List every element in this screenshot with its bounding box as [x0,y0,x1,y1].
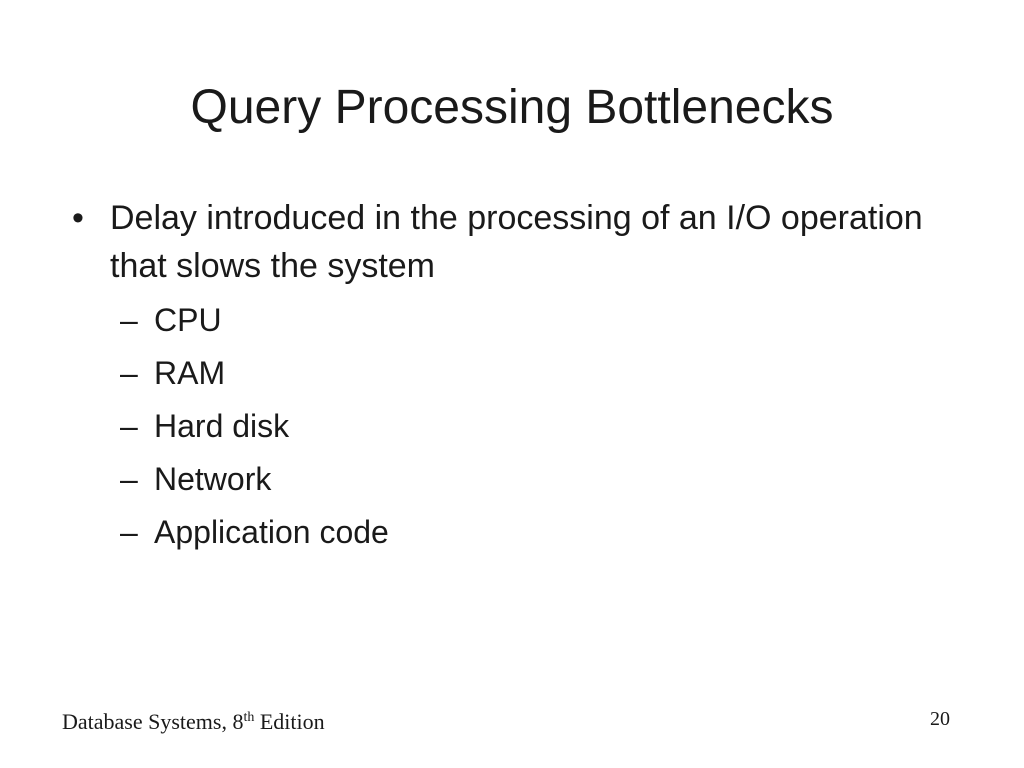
sub-bullet-item-hard-disk: – Hard disk [110,400,952,453]
footer-superscript: th [243,710,255,725]
bullet-text: Delay introduced in the processing of an… [110,199,923,285]
footer-book-prefix: Database Systems, 8 [62,709,244,734]
sub-bullet-item-cpu: – CPU [110,294,952,347]
footer-book-title: Database Systems, 8th Edition [62,708,325,736]
page-number: 20 [930,708,950,730]
dash-icon: – [120,302,138,338]
dash-icon: – [120,514,138,550]
bullet-icon: • [72,199,84,237]
sub-bullet-item-network: – Network [110,453,952,506]
bullet-item: • Delay introduced in the processing of … [72,194,952,559]
sub-bullet-text: RAM [154,355,226,391]
footer-book-suffix: Edition [254,709,325,734]
sub-bullet-list: – CPU – RAM – Hard disk – Network – Ap [110,294,952,559]
sub-bullet-text: Hard disk [154,408,290,444]
sub-bullet-text: CPU [154,302,222,338]
sub-bullet-item-application-code: – Application code [110,506,952,559]
dash-icon: – [120,461,138,497]
dash-icon: – [120,408,138,444]
slide-title: Query Processing Bottlenecks [190,81,834,134]
sub-bullet-text: Application code [154,514,389,550]
sub-bullet-item-ram: – RAM [110,347,952,400]
dash-icon: – [120,355,138,391]
sub-bullet-text: Network [154,461,272,497]
bullet-list: • Delay introduced in the processing of … [72,194,952,559]
